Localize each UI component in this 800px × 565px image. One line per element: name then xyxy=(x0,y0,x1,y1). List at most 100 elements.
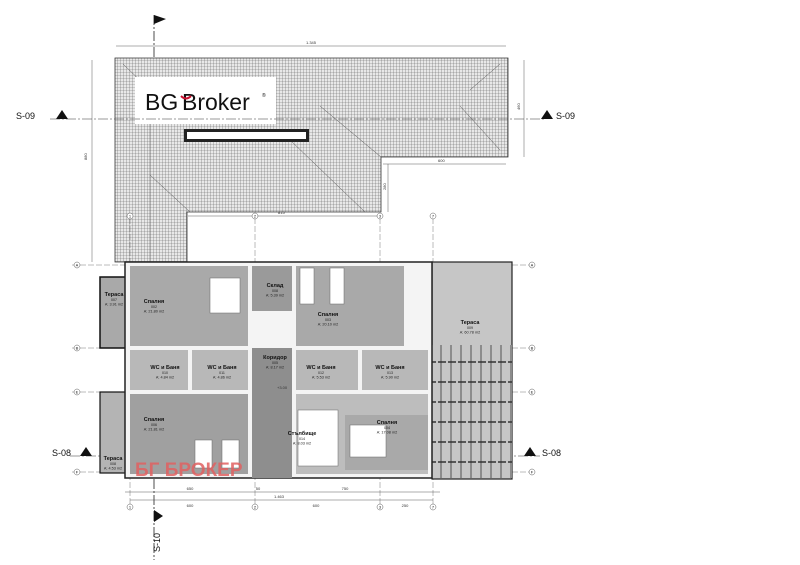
dim-label: 650 xyxy=(187,486,194,491)
room-name: Склад xyxy=(267,283,284,289)
axis-bubble xyxy=(251,503,259,511)
axis-label: B xyxy=(76,346,79,351)
dim-roof-depth: 880 xyxy=(83,153,88,160)
axis-bubble xyxy=(126,503,134,511)
room-number: 009 xyxy=(467,326,473,330)
axis-label: 3 xyxy=(379,214,382,219)
section-marker-s08-left: S-08 xyxy=(52,447,92,458)
axis-label: F xyxy=(531,470,534,475)
section-marker-s09-right: S-09 xyxy=(541,110,575,121)
room-number: 012 xyxy=(318,371,324,375)
dim-bottom-total: 1.463 xyxy=(274,494,285,499)
axis-bubble xyxy=(376,212,384,220)
axis-bubble xyxy=(73,468,81,476)
top-dimensions xyxy=(91,45,525,262)
svg-text:S-09: S-09 xyxy=(16,111,35,121)
room-number: 011 xyxy=(219,371,225,375)
room-number: 006 xyxy=(151,423,157,427)
svg-text:S-08: S-08 xyxy=(542,448,561,458)
room-name: Спалня xyxy=(318,312,338,318)
axis-label: A xyxy=(76,263,79,268)
room-number: 013 xyxy=(387,371,393,375)
room-area: A: 4.53 m2 xyxy=(104,467,122,471)
dim-label: 600 xyxy=(313,503,320,508)
dim-roof-right: 460 xyxy=(516,103,521,110)
room-name: Тераса xyxy=(104,456,124,462)
room-area: A: 20.10 m2 xyxy=(318,323,338,327)
room-area: A: 4.84 m2 xyxy=(156,376,174,380)
svg-text:®: ® xyxy=(262,92,266,99)
room-name: WC и Баня xyxy=(306,365,335,371)
room-name: Коридор xyxy=(263,355,287,361)
dim-label: 750 xyxy=(342,486,349,491)
axis-label: 1 xyxy=(129,505,132,510)
section-marker-s09-left: S-09 xyxy=(16,110,68,121)
dim-label: 250 xyxy=(402,503,409,508)
room-area: A: 8.17 m2 xyxy=(266,366,284,370)
room-name: WC и Баня xyxy=(207,365,236,371)
axis-bubble xyxy=(528,468,536,476)
axis-label: A xyxy=(531,263,534,268)
axis-label: 7 xyxy=(432,214,435,219)
axis-label: F xyxy=(76,470,79,475)
level-mark: +3.00 xyxy=(277,385,288,390)
bottom-dimension-labels: 650 50 750 600 600 250 xyxy=(187,486,409,508)
axis-label: 1 xyxy=(129,214,132,219)
axis-bubble xyxy=(73,388,81,396)
axis-bubble xyxy=(429,503,437,511)
axis-bubble xyxy=(528,261,536,269)
room-name: Стълбище xyxy=(288,430,317,437)
dim-axis-top: 815 xyxy=(278,210,285,215)
room-name: Спалня xyxy=(377,420,397,426)
svg-text:BG: BG xyxy=(145,89,178,115)
axis-bubble xyxy=(251,212,259,220)
dim-label: 50 xyxy=(256,486,261,491)
room-area: A: 5.39 m2 xyxy=(266,294,284,298)
svg-text:Broker: Broker xyxy=(182,89,250,115)
room-name: Спалня xyxy=(144,417,164,423)
axis-bubble xyxy=(73,261,81,269)
room-name: Тераса xyxy=(461,320,481,326)
axis-label: 2 xyxy=(254,214,257,219)
axis-bubble xyxy=(376,503,384,511)
room-number: 008 xyxy=(110,462,116,466)
bottom-dimensions xyxy=(125,491,440,501)
floor-plan-body xyxy=(99,261,513,480)
svg-text:S-09: S-09 xyxy=(556,111,575,121)
room-number: 010 xyxy=(162,371,168,375)
room-area: A: 60.78 m2 xyxy=(460,331,480,335)
room-name: WC и Баня xyxy=(375,365,404,371)
axis-bubble xyxy=(73,344,81,352)
room-name: Спалня xyxy=(144,299,164,305)
svg-text:S-08: S-08 xyxy=(52,448,71,458)
axis-label: 2 xyxy=(254,505,257,510)
room-number: 002 xyxy=(151,305,157,309)
axis-label: E xyxy=(531,390,534,395)
room-area: A: 4.86 m2 xyxy=(213,376,231,380)
axis-bubble xyxy=(528,344,536,352)
room-number: 007 xyxy=(111,298,117,302)
axis-label: 7 xyxy=(432,505,435,510)
section-marker-s08-right: S-08 xyxy=(524,447,561,458)
dim-roof-step-depth: 280 xyxy=(382,183,387,190)
axis-label: E xyxy=(76,390,79,395)
room-number: 004 xyxy=(384,426,390,430)
dim-label: 600 xyxy=(187,503,194,508)
axis-bubble xyxy=(429,212,437,220)
axis-bubble xyxy=(126,212,134,220)
bg-broker-logo: BG Broker ® xyxy=(135,77,276,124)
